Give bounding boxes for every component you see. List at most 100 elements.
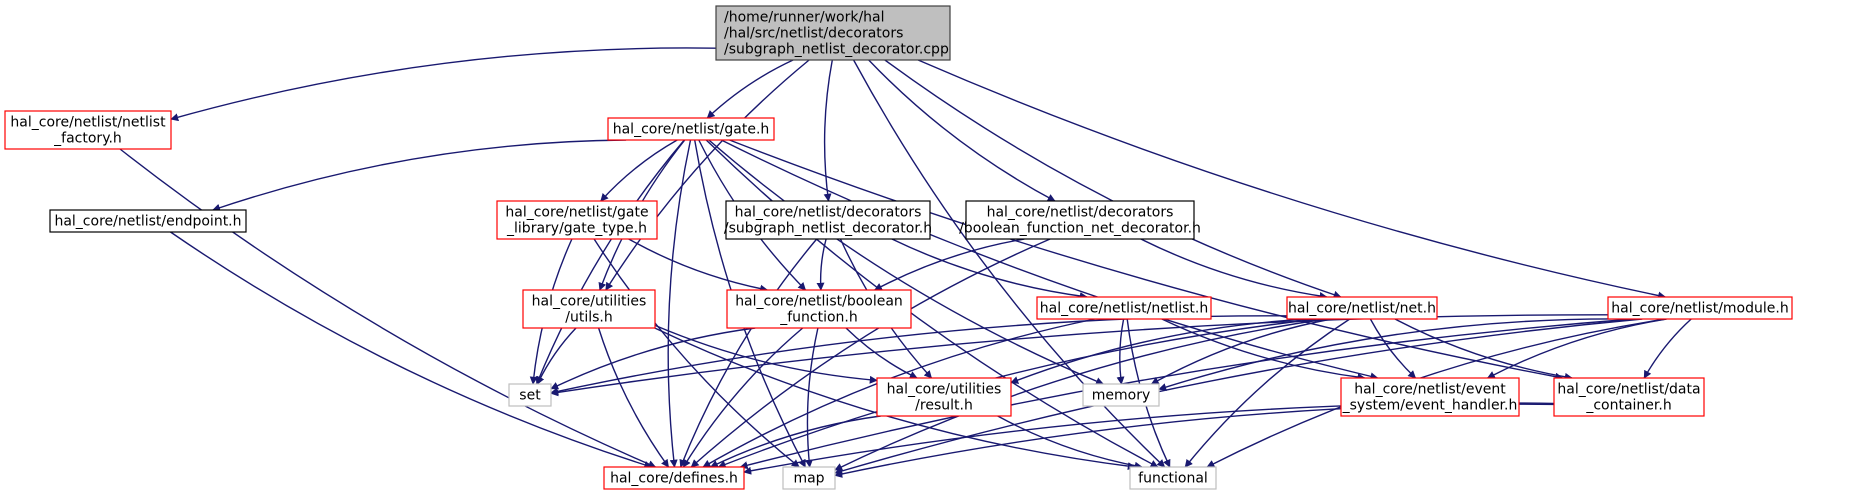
edge-subgraph_dec-to-defines bbox=[679, 238, 818, 468]
node-label-line: hal_core/utilities bbox=[887, 382, 1002, 398]
node-endpoint[interactable]: hal_core/netlist/endpoint.h bbox=[49, 209, 247, 233]
edge-gate-to-event_handler bbox=[720, 139, 1379, 381]
edge-result-to-functional bbox=[997, 415, 1143, 470]
edge-gate-to-defines bbox=[667, 139, 692, 468]
node-subgraph-dec[interactable]: hal_core/netlist/decorators/subgraph_net… bbox=[724, 200, 932, 240]
edge-utils-to-functional bbox=[654, 327, 1136, 471]
edge-endpoint-to-defines bbox=[170, 231, 653, 469]
node-result[interactable]: hal_core/utilities/result.h bbox=[876, 377, 1012, 417]
node-label-line: memory bbox=[1092, 388, 1151, 404]
node-box bbox=[496, 200, 658, 240]
node-bool-dec[interactable]: hal_core/netlist/decorators/boolean_func… bbox=[959, 200, 1201, 240]
node-event-handler[interactable]: hal_core/netlist/event_system/event_hand… bbox=[1340, 377, 1520, 417]
node-set[interactable]: set bbox=[508, 383, 552, 407]
edge-gate-to-functional bbox=[705, 139, 1159, 468]
edge-result-to-defines bbox=[709, 415, 881, 468]
edge-bool_dec-to-boolean_function bbox=[873, 238, 1025, 291]
node-label-line: /subgraph_netlist_decorator.cpp bbox=[724, 42, 949, 58]
node-label-line: hal_core/netlist/netlist bbox=[10, 115, 166, 131]
edge-netlist_factory-to-defines bbox=[119, 148, 657, 468]
node-box bbox=[726, 289, 912, 329]
node-label-line: set bbox=[519, 388, 541, 404]
edge-module-to-memory bbox=[1158, 318, 1627, 391]
node-label-line: hal_core/utilities bbox=[532, 294, 647, 310]
node-box bbox=[49, 209, 247, 233]
node-label-line: map bbox=[793, 471, 824, 487]
node-netlist-factory[interactable]: hal_core/netlist/netlist_factory.h bbox=[4, 110, 172, 150]
node-label-line: _container.h bbox=[1585, 398, 1671, 414]
node-box bbox=[522, 289, 656, 329]
node-label-line: /hal/src/netlist/decorators bbox=[724, 26, 903, 42]
node-netlist[interactable]: hal_core/netlist/netlist.h bbox=[1036, 296, 1212, 320]
node-label-line: functional bbox=[1138, 471, 1208, 487]
edge-subgraph_dec-to-netlist bbox=[891, 238, 1088, 301]
edge-root-to-netlist_factory bbox=[170, 47, 717, 122]
node-box bbox=[1286, 296, 1438, 320]
node-box bbox=[965, 200, 1195, 240]
node-boolean-function[interactable]: hal_core/netlist/boolean_function.h bbox=[726, 289, 912, 329]
node-box bbox=[607, 117, 775, 141]
node-functional[interactable]: functional bbox=[1129, 466, 1217, 490]
edge-gate-to-data_container bbox=[729, 139, 1564, 381]
edge-gate-to-memory bbox=[708, 139, 1104, 385]
node-label-line: /home/runner/work/hal bbox=[724, 10, 885, 26]
node-box bbox=[1607, 296, 1793, 320]
edge-net-to-map bbox=[834, 318, 1327, 471]
node-label-line: hal_core/netlist/boolean bbox=[735, 294, 903, 310]
node-gate-type[interactable]: hal_core/netlist/gate_library/gate_type.… bbox=[496, 200, 658, 240]
edge-root-to-utils bbox=[605, 59, 810, 291]
edge-root-to-subgraph_dec bbox=[823, 59, 833, 202]
node-label-line: /result.h bbox=[915, 398, 973, 414]
edge-module-to-data_container bbox=[1643, 318, 1692, 379]
node-label-line: _factory.h bbox=[53, 131, 122, 147]
edge-utils-to-set bbox=[536, 327, 577, 385]
node-label-line: hal_core/netlist/gate bbox=[505, 205, 648, 221]
node-label-line: hal_core/netlist/data bbox=[1557, 382, 1700, 398]
node-label-line: hal_core/netlist/net.h bbox=[1288, 301, 1436, 317]
edge-net-to-functional bbox=[1184, 318, 1351, 468]
node-box bbox=[1129, 466, 1217, 490]
node-box bbox=[1553, 377, 1705, 417]
edge-net-to-defines bbox=[717, 318, 1318, 469]
node-box bbox=[725, 200, 931, 240]
node-box bbox=[876, 377, 1012, 417]
node-label-line: hal_core/netlist/module.h bbox=[1611, 301, 1788, 317]
node-utils[interactable]: hal_core/utilities/utils.h bbox=[522, 289, 656, 329]
node-box bbox=[1082, 383, 1160, 407]
node-net[interactable]: hal_core/netlist/net.h bbox=[1286, 296, 1438, 320]
node-label-line: _system/event_handler.h bbox=[1342, 398, 1518, 414]
node-box bbox=[715, 5, 951, 61]
edge-netlist-to-memory bbox=[1116, 318, 1125, 385]
edge-boolean_function-to-map bbox=[804, 327, 819, 468]
node-gate[interactable]: hal_core/netlist/gate.h bbox=[607, 117, 775, 141]
node-memory[interactable]: memory bbox=[1082, 383, 1160, 407]
node-label-line: hal_core/netlist/event bbox=[1354, 382, 1506, 398]
edge-gate-to-set bbox=[535, 139, 685, 385]
nodes: /home/runner/work/hal/hal/src/netlist/de… bbox=[4, 5, 1793, 490]
node-data-container[interactable]: hal_core/netlist/data_container.h bbox=[1553, 377, 1705, 417]
node-label-line: /subgraph_netlist_decorator.h bbox=[724, 221, 932, 237]
edge-gate-to-gate_type bbox=[600, 139, 678, 202]
edge-subgraph_dec-to-boolean_function bbox=[816, 238, 827, 291]
node-label-line: hal_core/netlist/decorators bbox=[735, 205, 922, 221]
edge-module-to-map bbox=[834, 318, 1643, 475]
node-map[interactable]: map bbox=[782, 466, 836, 490]
edge-net-to-memory bbox=[1150, 318, 1332, 385]
node-label-line: hal_core/defines.h bbox=[610, 471, 738, 487]
node-root[interactable]: /home/runner/work/hal/hal/src/netlist/de… bbox=[715, 5, 951, 61]
node-box bbox=[508, 383, 552, 407]
node-defines[interactable]: hal_core/defines.h bbox=[603, 466, 745, 490]
edge-module-to-defines bbox=[739, 318, 1634, 470]
node-module[interactable]: hal_core/netlist/module.h bbox=[1607, 296, 1793, 320]
edge-utils-to-defines bbox=[597, 327, 670, 468]
edge-bool_dec-to-net bbox=[1140, 238, 1328, 300]
edge-gate_type-to-boolean_function bbox=[628, 238, 769, 293]
edge-net-to-data_container bbox=[1394, 318, 1573, 381]
edge-module-to-set bbox=[550, 314, 1609, 397]
node-box bbox=[1036, 296, 1212, 320]
edge-root-to-gate bbox=[706, 59, 794, 119]
edge-module-to-functional bbox=[1206, 318, 1667, 468]
edge-gate-to-endpoint bbox=[212, 139, 627, 212]
edge-netlist-to-event_handler bbox=[1161, 318, 1366, 382]
